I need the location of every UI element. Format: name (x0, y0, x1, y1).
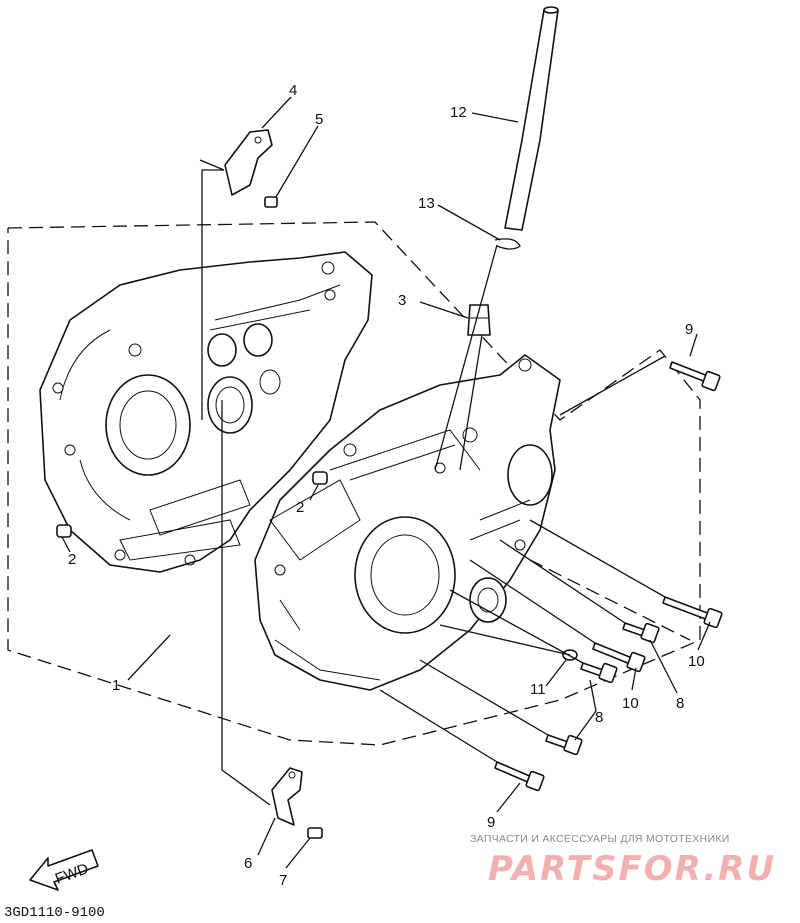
callout-3: 3 (398, 292, 406, 309)
callout-8-center: 8 (595, 709, 603, 726)
watermark-brand: PARTSFOR.RU (488, 849, 776, 889)
callout-10-right: 10 (688, 653, 705, 670)
bolt-part-10-right (662, 596, 723, 629)
breather-hose-part-12 (504, 6, 559, 231)
clip-part-13 (494, 238, 521, 250)
callout-9-top: 9 (685, 321, 693, 338)
callout-12: 12 (450, 104, 467, 121)
screw-part-7 (307, 827, 323, 839)
watermark: ЗАПЧАСТИ И АКСЕССУАРЫ ДЛЯ МОТОТЕХНИКИ PA… (470, 833, 776, 889)
bolt-part-8-bottom (545, 734, 583, 756)
callout-10-left: 10 (622, 695, 639, 712)
callout-6: 6 (244, 855, 252, 872)
forward-direction-arrow: FWD (29, 849, 99, 891)
leader-lines (61, 96, 711, 869)
callout-2-left: 2 (68, 551, 76, 568)
diagram-code: 3GD1110-9100 (4, 905, 105, 921)
callout-4: 4 (289, 82, 297, 99)
left-crankcase-half (39, 251, 373, 573)
bolt-part-8-center (580, 662, 618, 684)
callout-5: 5 (315, 111, 323, 128)
dowel-pin-right (312, 471, 328, 485)
bolt-part-8-right (622, 622, 660, 644)
callout-1: 1 (112, 677, 120, 694)
right-crankcase-half (254, 354, 561, 691)
callout-13: 13 (418, 195, 435, 212)
watermark-caption: ЗАПЧАСТИ И АКСЕССУАРЫ ДЛЯ МОТОТЕХНИКИ (470, 833, 730, 845)
callout-11: 11 (530, 681, 546, 698)
callout-labels: 1 2 2 3 4 5 6 7 8 8 9 9 10 10 11 12 13 (68, 82, 705, 889)
callout-2-right: 2 (296, 499, 304, 516)
screw-part-5 (264, 196, 278, 208)
nipple-part-3 (467, 304, 491, 336)
plate-part-6 (271, 767, 303, 826)
bolt-part-9-bottom (494, 761, 545, 792)
crankcase-assembly-dashed-outline (7, 221, 701, 746)
bolt-part-9-top (669, 361, 721, 392)
dowel-pin-left (56, 524, 72, 538)
callout-8-right: 8 (676, 695, 684, 712)
callout-9-bottom: 9 (487, 814, 495, 831)
bolt-part-10-left (592, 642, 646, 673)
callout-7: 7 (279, 872, 287, 889)
plate-part-4 (224, 129, 273, 196)
